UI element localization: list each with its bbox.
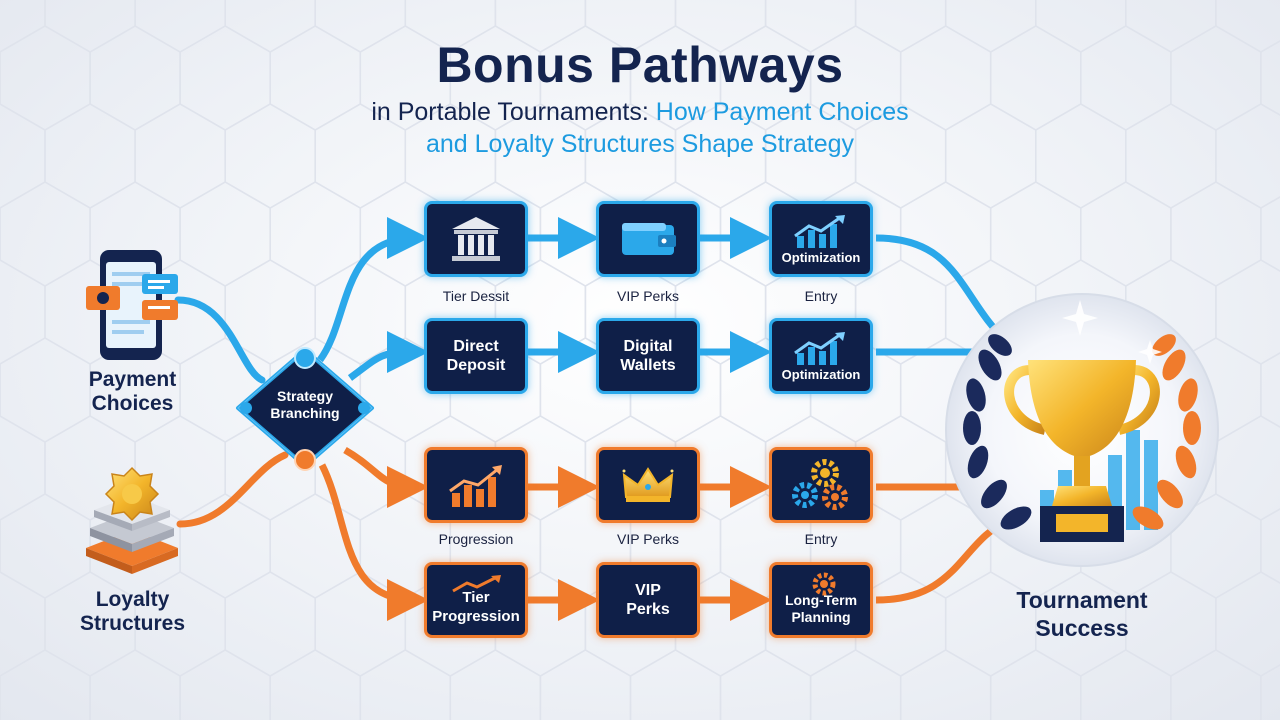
caption-tier-dessit: Tier Dessit bbox=[442, 288, 510, 304]
hub-label: Strategy Branching bbox=[236, 388, 374, 422]
node-optimization-2-label: Optimization bbox=[781, 366, 861, 382]
direct-deposit-line2: Deposit bbox=[446, 357, 506, 374]
caption-vip-perks-1: VIP Perks bbox=[617, 288, 679, 304]
node-optimization-1[interactable]: Optimization bbox=[769, 201, 873, 277]
tier-progression-line2: Progression bbox=[432, 608, 520, 625]
payment-label-line1: Payment bbox=[88, 368, 177, 391]
node-long-term-planning[interactable]: Long-Term Planning bbox=[769, 562, 873, 638]
caption-vip-perks-2: VIP Perks bbox=[617, 531, 679, 547]
subtitle-line-2: and Loyalty Structures Shape Strategy bbox=[425, 130, 855, 158]
node-entry-gears[interactable] bbox=[769, 447, 873, 523]
caption-entry-2: Entry bbox=[804, 531, 838, 547]
subtitle-blue-part: How Payment Choices bbox=[655, 98, 909, 126]
loyalty-label-line2: Structures bbox=[79, 612, 186, 635]
strategy-hub bbox=[236, 347, 374, 471]
subtitle-line-1: in Portable Tournaments: How Payment Cho… bbox=[0, 98, 1280, 127]
loyalty-structures-label: Loyalty Structures bbox=[55, 588, 210, 636]
caption-progression: Progression bbox=[438, 531, 514, 547]
direct-deposit-line1: Direct bbox=[453, 338, 499, 355]
tier-progression-line1: Tier bbox=[462, 589, 490, 606]
loyalty-link bbox=[176, 451, 289, 528]
goal-label-line1: Tournament bbox=[1016, 587, 1148, 613]
node-direct-deposit[interactable]: Direct Deposit bbox=[424, 318, 528, 394]
vip-perks-line1: VIP bbox=[635, 582, 661, 599]
gear-icon bbox=[812, 572, 836, 596]
branch-row-1 bbox=[317, 217, 429, 363]
hub-label-line1: Strategy bbox=[276, 388, 334, 404]
growth-chart-icon bbox=[794, 214, 845, 248]
branch-row-3 bbox=[343, 446, 429, 508]
node-progression[interactable] bbox=[424, 447, 528, 523]
node-vip-perks-crown[interactable] bbox=[596, 447, 700, 523]
loyalty-label-line1: Loyalty bbox=[95, 588, 170, 611]
branch-row-2 bbox=[347, 331, 429, 381]
node-vip-perks-3[interactable]: VIP Perks bbox=[596, 562, 700, 638]
bank-icon bbox=[452, 217, 500, 261]
connector-arrows bbox=[528, 217, 772, 621]
long-term-line1: Long-Term bbox=[784, 592, 858, 608]
payment-link bbox=[174, 296, 266, 384]
goal-label-line2: Success bbox=[1035, 615, 1129, 641]
bar-chart-arrow-icon bbox=[449, 465, 502, 507]
payment-label-line2: Choices bbox=[91, 392, 174, 415]
hub-label-line2: Branching bbox=[270, 405, 340, 421]
node-vip-perks-wallet[interactable] bbox=[596, 201, 700, 277]
gears-icon bbox=[792, 459, 848, 510]
phone-payment-icon bbox=[86, 250, 178, 360]
subtitle-dark-part: in Portable Tournaments: bbox=[371, 98, 649, 126]
caption-entry-1: Entry bbox=[804, 288, 838, 304]
node-optimization-2[interactable]: Optimization bbox=[769, 318, 873, 394]
node-tier-deposit[interactable] bbox=[424, 201, 528, 277]
page-title: Bonus Pathways bbox=[436, 37, 844, 93]
digital-wallets-line1: Digital bbox=[623, 338, 673, 355]
node-tier-progression[interactable]: Tier Progression bbox=[424, 562, 528, 638]
payment-choices-label: Payment Choices bbox=[60, 368, 205, 416]
tournament-success-label: Tournament Success bbox=[982, 586, 1182, 642]
trend-arrow-icon bbox=[452, 575, 501, 593]
wallet-icon bbox=[622, 223, 676, 255]
digital-wallets-line2: Wallets bbox=[620, 357, 676, 374]
loyalty-tiers-icon bbox=[86, 466, 178, 574]
crown-icon bbox=[622, 467, 674, 502]
long-term-line2: Planning bbox=[791, 609, 851, 625]
branch-row-4 bbox=[318, 463, 429, 621]
growth-chart-icon bbox=[794, 331, 845, 365]
node-optimization-1-label: Optimization bbox=[781, 249, 861, 265]
vip-perks-line2: Perks bbox=[626, 601, 670, 618]
trophy-icon bbox=[945, 293, 1219, 567]
node-digital-wallets[interactable]: Digital Wallets bbox=[596, 318, 700, 394]
